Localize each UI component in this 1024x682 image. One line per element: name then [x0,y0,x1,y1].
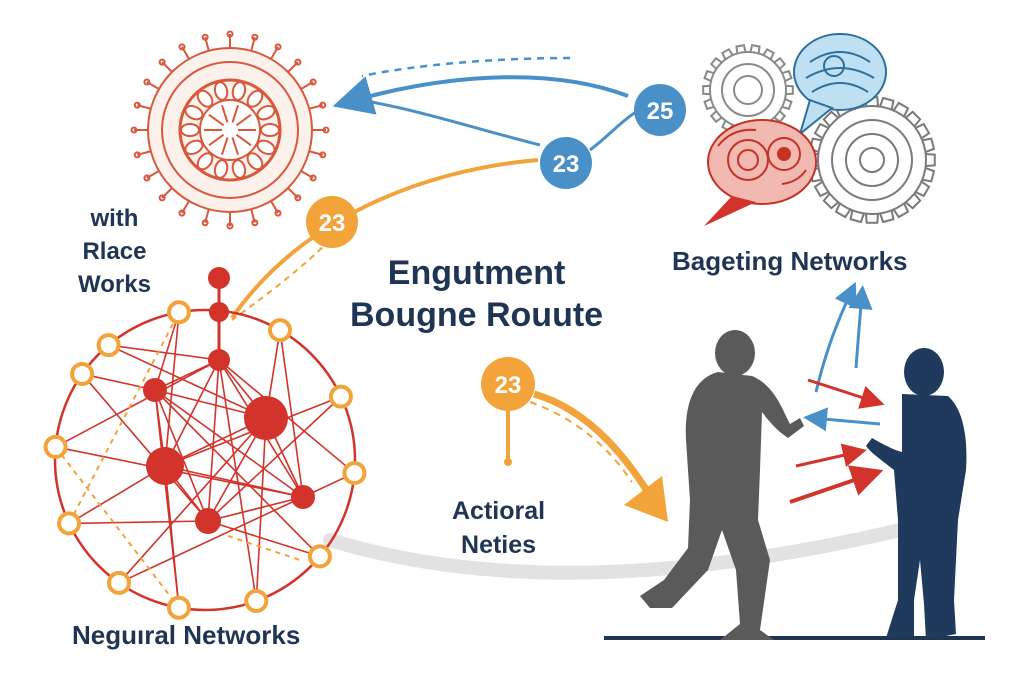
orange-connector-top [230,158,539,320]
blue-dashed-arrow [361,56,571,78]
left-label-line-1: with [90,205,139,232]
diagram-title: Engutment Bougne Rouute [350,252,603,336]
blue-connector-2 [589,110,637,152]
orange-dashed-left [231,239,331,321]
left-label-line-3: Works [78,271,151,298]
badge-top-right-label: 25 [647,98,674,125]
title-line-1: Engutment [387,254,566,292]
red-arrow-2 [795,443,867,468]
badge-top-middle: 23 [540,137,592,189]
badge-top-middle-label: 23 [553,151,580,178]
red-arrow-1 [807,378,885,409]
blue-connector [359,98,541,147]
neural-network-icon [43,267,367,620]
blue-arrow-top [332,75,629,115]
person-icon-navy [866,348,967,640]
background-swoosh [323,523,907,580]
badge-orange-left-label: 23 [319,210,346,237]
gear-icon-right [808,96,936,224]
title-line-2: Bougne Rouute [350,296,604,334]
virus-icon [130,30,330,230]
orange-dashed-arrow [529,401,633,483]
speech-bubble-icon-blue [793,33,887,137]
left-label: with Rlace Works [78,202,151,301]
middle-label-line-2: Neties [461,531,537,559]
middle-label-line-1: Actioral [452,497,546,525]
red-arrow-3 [789,465,884,504]
bottom-left-label: Neguıral Networks [72,620,301,650]
left-label-line-2: Rlace [82,238,147,265]
badge-orange-center: 23 [481,357,535,466]
blue-arrow-up-1 [814,281,857,393]
middle-label: Actioral Neties [452,494,545,562]
orange-arrow-head [624,476,668,522]
person-icon-gray [640,330,804,640]
right-label: Bageting Networks [672,246,908,276]
badge-top-right: 25 [634,84,686,136]
speech-bubble-icon-red [704,119,817,226]
blue-arrow-back [803,407,881,432]
blue-arrow-up-2 [848,285,873,369]
badge-orange-left: 23 [306,196,358,248]
badge-orange-center-label: 23 [495,372,522,399]
